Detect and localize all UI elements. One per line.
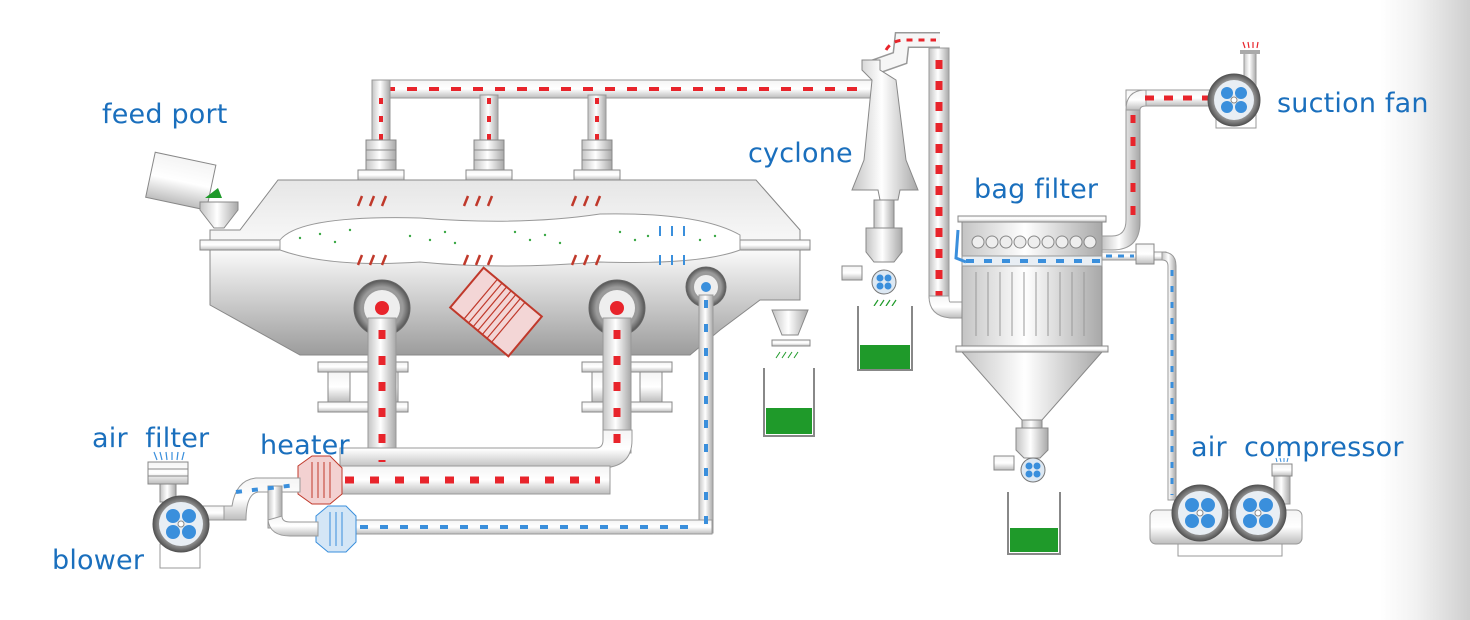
cyclone: [841, 32, 940, 371]
cyclone-to-bagfilter-pipe: [928, 47, 967, 319]
dryer-product-container: [763, 351, 815, 437]
label-air: air: [1191, 432, 1227, 463]
feed-port: [145, 151, 239, 229]
label-heater: heater: [260, 430, 350, 461]
suction-fan: [1207, 41, 1261, 129]
air-cooler: [315, 505, 357, 553]
air-compressor: [1149, 457, 1303, 557]
air-filter: [147, 451, 189, 503]
label-compressor: compressor: [1244, 432, 1404, 463]
bag-filter: [955, 215, 1109, 555]
vibration-motor: [448, 266, 544, 358]
label-air-filter: air filter: [92, 423, 210, 454]
heater: [297, 455, 343, 505]
blower-piping: [199, 477, 319, 537]
label-feed-port: feed port: [102, 99, 228, 130]
bellows-connectors: [357, 139, 621, 181]
label-suction-fan: suction fan: [1277, 88, 1429, 119]
bagfilter-to-suction-pipe: [1101, 89, 1217, 251]
hot-air-supply-pipe: [329, 317, 633, 495]
label-cyclone: cyclone: [748, 138, 853, 169]
label-bag-filter: bag filter: [974, 174, 1099, 205]
cool-air-pipe: [339, 294, 714, 535]
right-edge-shade: [1380, 0, 1470, 620]
fluid-bed-dryer: [199, 179, 811, 413]
blower: [152, 495, 210, 569]
compressed-air-line: [954, 229, 1177, 501]
label-blower: blower: [52, 545, 145, 576]
